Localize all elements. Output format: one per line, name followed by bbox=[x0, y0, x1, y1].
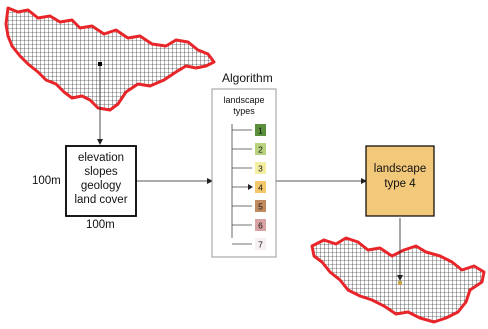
type-swatch-1 bbox=[255, 124, 266, 136]
type-number-5: 5 bbox=[258, 202, 263, 212]
type-number-1: 1 bbox=[258, 126, 263, 136]
output-line-1: landscape bbox=[373, 163, 427, 175]
source-region-map bbox=[4, 6, 216, 112]
type-number-2: 2 bbox=[258, 145, 263, 155]
type-number-3: 3 bbox=[258, 164, 263, 174]
output-cell-marker bbox=[398, 281, 402, 285]
type-number-6: 6 bbox=[258, 221, 263, 231]
algorithm-header-line-2: types bbox=[233, 106, 255, 116]
output-region-outline bbox=[310, 236, 486, 324]
type-number-4: 4 bbox=[258, 183, 263, 193]
landscape-type-list: 1 2 3 4 5 6 7 bbox=[232, 124, 266, 250]
input-line-geology: geology bbox=[80, 180, 122, 192]
input-line-elevation: elevation bbox=[77, 152, 125, 164]
type-swatch-2 bbox=[255, 143, 266, 155]
type-swatch-6 bbox=[255, 219, 266, 231]
landscape-type-row-2: 2 bbox=[232, 143, 266, 155]
input-line-land-cover: land cover bbox=[74, 194, 128, 206]
type-swatch-4 bbox=[255, 181, 266, 193]
landscape-type-row-1: 1 bbox=[232, 124, 266, 136]
input-resolution-vertical: 100m bbox=[32, 175, 61, 187]
landscape-type-row-3: 3 bbox=[232, 162, 266, 174]
source-region-outline bbox=[4, 6, 216, 112]
output-box bbox=[365, 145, 435, 217]
algorithm-header-line-1: landscape bbox=[223, 95, 265, 105]
output-line-2: type 4 bbox=[384, 178, 416, 190]
source-cell-marker bbox=[98, 62, 102, 66]
type-swatch-3 bbox=[255, 162, 266, 174]
type-swatch-5 bbox=[255, 200, 266, 212]
output-region-map bbox=[310, 236, 486, 324]
input-resolution-horizontal: 100m bbox=[86, 219, 115, 231]
selected-type-arrow-in bbox=[248, 184, 253, 190]
landscape-type-row-5: 5 bbox=[232, 200, 266, 212]
input-box bbox=[65, 145, 137, 217]
landscape-type-row-7: 7 bbox=[232, 238, 266, 250]
input-line-slopes: slopes bbox=[84, 166, 118, 178]
landscape-type-row-6: 6 bbox=[232, 219, 266, 231]
algorithm-title: Algorithm bbox=[222, 71, 273, 85]
type-swatch-7 bbox=[255, 238, 266, 250]
type-number-7: 7 bbox=[258, 240, 263, 250]
